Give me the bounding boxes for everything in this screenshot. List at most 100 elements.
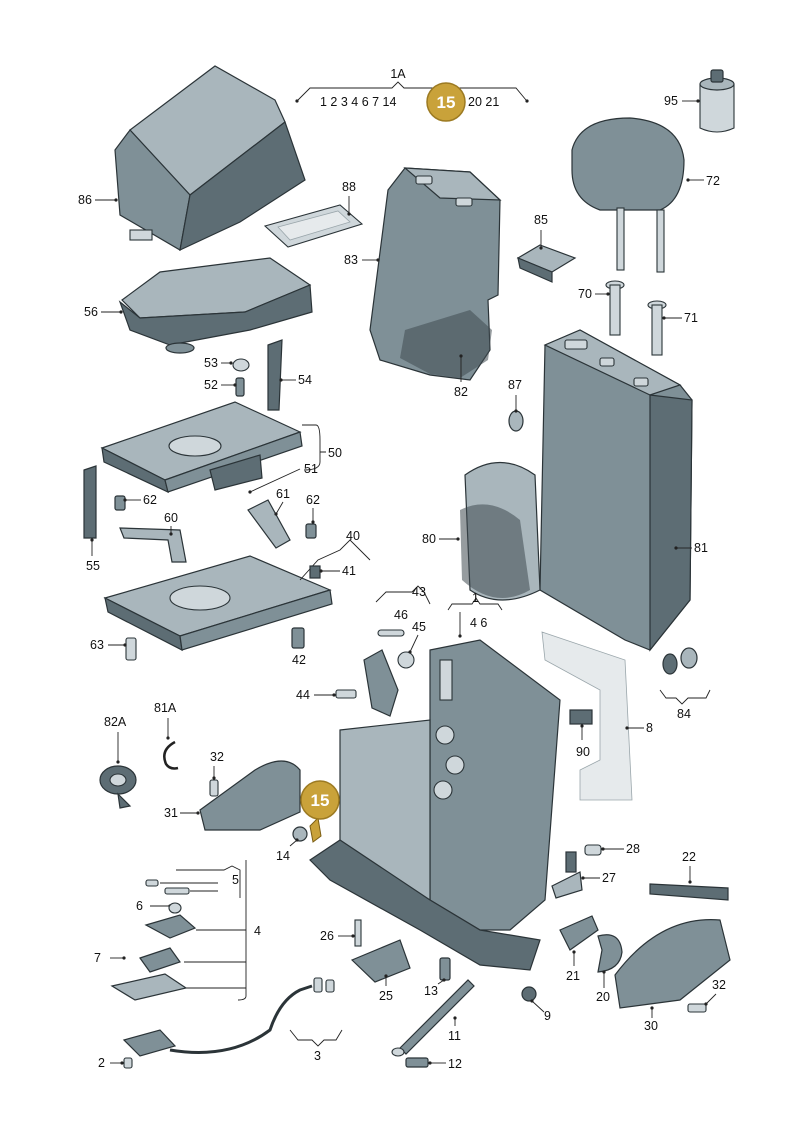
part-28-screw[interactable]	[584, 844, 602, 856]
part-83-backrest-cushion[interactable]	[369, 167, 502, 381]
part-56-armrest-cushion[interactable]	[118, 257, 313, 354]
part-15-pin-highlighted[interactable]	[309, 816, 322, 843]
label-14: 14	[276, 849, 290, 863]
label-81a: 81A	[154, 701, 177, 715]
part-50-tray[interactable]	[100, 401, 303, 494]
part-42-bolt[interactable]	[291, 627, 305, 649]
label-7: 7	[94, 951, 101, 965]
label-1: 1	[472, 591, 479, 605]
part-62-screw-right[interactable]	[305, 523, 317, 539]
part-86-armrest-box[interactable]	[114, 65, 306, 252]
label-63: 63	[90, 638, 104, 652]
label-53: 53	[204, 356, 218, 370]
label-25: 25	[379, 989, 393, 1003]
part-20-cap[interactable]	[597, 934, 623, 973]
label-1-items: 4 6	[470, 616, 487, 630]
label-28: 28	[626, 842, 640, 856]
part-80-side-cushion[interactable]	[460, 462, 541, 601]
label-82a: 82A	[104, 715, 127, 729]
part-13-bolt[interactable]	[439, 957, 451, 981]
label-90: 90	[576, 745, 590, 759]
group-1a-items-tail: 20 21	[468, 95, 499, 109]
part-55-strip[interactable]	[83, 465, 97, 539]
part-32-screw-right[interactable]	[687, 1003, 707, 1013]
part-62-screw-left[interactable]	[114, 495, 126, 511]
part-53-cap[interactable]	[232, 358, 250, 372]
label-62-right: 62	[306, 493, 320, 507]
part-5-pins[interactable]	[145, 879, 190, 895]
part-27-cover[interactable]	[551, 851, 583, 899]
label-21: 21	[566, 969, 580, 983]
part-84-clips[interactable]	[662, 647, 698, 675]
label-11: 11	[448, 1029, 461, 1043]
group-1a-header: 1A 1 2 3 4 6 7 14 20 21 15	[295, 67, 529, 122]
part-88-cover-plate[interactable]	[263, 204, 364, 248]
label-71: 71	[684, 311, 698, 325]
highlight-badge-bottom[interactable]: 15	[300, 780, 340, 820]
part-14-washer[interactable]	[292, 826, 308, 842]
part-63-bolt[interactable]	[125, 637, 137, 661]
part-81-backrest[interactable]	[539, 329, 693, 652]
part-82a-tape-roll[interactable]	[99, 765, 137, 809]
part-61-bracket[interactable]	[247, 499, 291, 549]
part-recliner-mechanism[interactable]	[363, 649, 399, 717]
part-9-nut[interactable]	[521, 986, 537, 1002]
label-26: 26	[320, 929, 334, 943]
part-44-bolt[interactable]	[335, 689, 357, 699]
label-46: 46	[394, 608, 408, 622]
label-88: 88	[342, 180, 356, 194]
label-41: 41	[342, 564, 356, 578]
part-45-nut[interactable]	[397, 651, 415, 669]
highlight-badge-bottom-text: 15	[311, 791, 330, 810]
part-6-latch[interactable]	[144, 902, 197, 939]
part-72-headrest[interactable]	[571, 117, 685, 273]
part-25-bracket[interactable]	[350, 939, 411, 983]
label-81: 81	[694, 541, 708, 555]
part-2-release-lever[interactable]	[122, 1029, 177, 1069]
part-87-washer[interactable]	[508, 410, 524, 432]
label-54: 54	[298, 373, 312, 387]
part-3-release-cable[interactable]	[169, 977, 335, 1054]
part-8-heating-mat[interactable]	[541, 631, 633, 801]
label-56: 56	[84, 305, 98, 319]
label-70: 70	[578, 287, 592, 301]
part-lock-mechanism[interactable]	[110, 947, 188, 1001]
label-86: 86	[78, 193, 92, 207]
label-62-left: 62	[143, 493, 157, 507]
part-90-connector[interactable]	[569, 709, 593, 725]
label-20: 20	[596, 990, 610, 1004]
part-26-stud[interactable]	[354, 919, 362, 947]
part-81a-clip[interactable]	[163, 740, 179, 770]
label-50: 50	[328, 446, 342, 460]
label-13: 13	[424, 984, 438, 998]
label-85: 85	[534, 213, 548, 227]
part-95-canister[interactable]	[699, 69, 735, 133]
part-32-screw-left[interactable]	[209, 779, 219, 797]
part-71-guide[interactable]	[647, 300, 667, 356]
part-11-gas-spring[interactable]	[391, 979, 475, 1057]
part-41-clip[interactable]	[309, 565, 321, 579]
part-60-bracket[interactable]	[119, 527, 187, 563]
part-21-handle[interactable]	[559, 915, 599, 951]
part-seat-frame[interactable]	[309, 639, 561, 971]
part-46-spring[interactable]	[377, 629, 405, 637]
part-30-trim[interactable]	[614, 919, 731, 1009]
part-52-bolt[interactable]	[235, 377, 245, 397]
label-45: 45	[412, 620, 426, 634]
label-6: 6	[136, 899, 143, 913]
part-base-frame[interactable]	[103, 555, 333, 652]
label-52: 52	[204, 378, 218, 392]
highlight-badge-top[interactable]: 15	[426, 82, 466, 122]
label-83: 83	[344, 253, 358, 267]
part-31-trim[interactable]	[199, 760, 301, 831]
label-55: 55	[86, 559, 100, 573]
label-40: 40	[346, 529, 360, 543]
label-22: 22	[682, 850, 696, 864]
part-85-latch[interactable]	[516, 244, 577, 283]
part-12-bolt[interactable]	[405, 1057, 429, 1068]
part-22-strip[interactable]	[649, 883, 729, 901]
part-70-guide[interactable]	[605, 280, 625, 336]
label-32-left: 32	[210, 750, 224, 764]
part-54-strip[interactable]	[267, 339, 283, 411]
